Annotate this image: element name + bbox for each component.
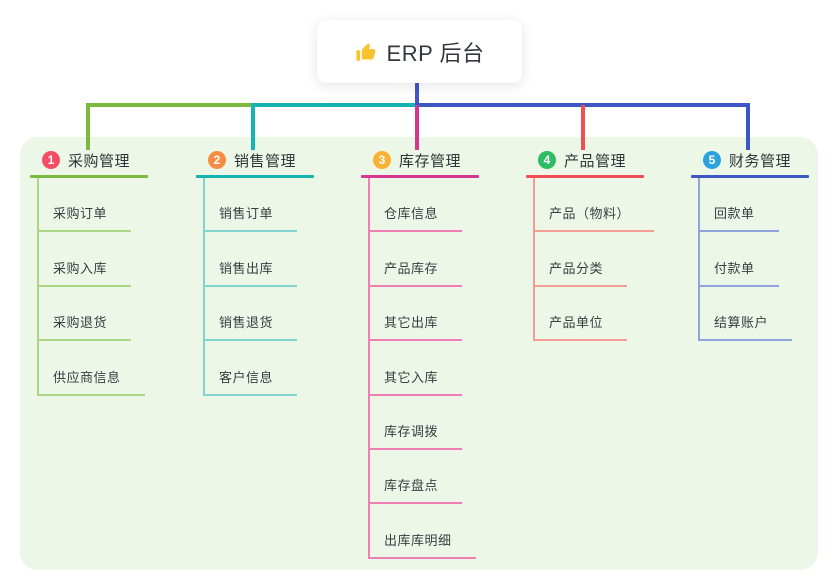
thumbs-up-icon bbox=[355, 41, 377, 63]
root-connector-line bbox=[415, 83, 419, 105]
child-node[interactable]: 其它入库 bbox=[370, 341, 463, 396]
child-node[interactable]: 付款单 bbox=[700, 232, 779, 287]
branch-node[interactable]: 5 财务管理 bbox=[691, 146, 791, 174]
connector-stub-branch-3 bbox=[415, 105, 419, 150]
branch-label: 销售管理 bbox=[234, 152, 297, 170]
branch-number-badge: 2 bbox=[208, 151, 226, 169]
connector-stub-branch-4 bbox=[581, 105, 585, 150]
branch-label: 产品管理 bbox=[564, 152, 627, 170]
branch-node[interactable]: 2 销售管理 bbox=[196, 146, 296, 174]
child-node[interactable]: 销售订单 bbox=[205, 178, 298, 233]
branch-column-4: 4 产品管理产品（物料）产品分类产品单位 bbox=[526, 146, 655, 342]
child-node[interactable]: 销售退货 bbox=[205, 287, 298, 342]
child-node[interactable]: 销售出库 bbox=[205, 232, 298, 287]
connector-horizontal-branch-2 bbox=[251, 103, 419, 107]
child-node[interactable]: 产品分类 bbox=[535, 232, 628, 287]
connector-stub-branch-5 bbox=[746, 105, 750, 150]
branch-children: 仓库信息产品库存其它出库其它入库库存调拨库存盘点出库库明细 bbox=[368, 178, 476, 559]
branch-number-badge: 1 bbox=[42, 151, 60, 169]
child-node[interactable]: 其它出库 bbox=[370, 287, 463, 342]
branch-number-badge: 5 bbox=[703, 151, 721, 169]
branch-children: 销售订单销售出库销售退货客户信息 bbox=[203, 178, 298, 396]
child-node[interactable]: 结算账户 bbox=[700, 287, 793, 342]
branch-underline bbox=[196, 175, 314, 178]
child-node[interactable]: 客户信息 bbox=[205, 341, 298, 396]
branch-underline bbox=[30, 175, 148, 178]
branch-node[interactable]: 4 产品管理 bbox=[526, 146, 626, 174]
child-node[interactable]: 产品单位 bbox=[535, 287, 628, 342]
root-node[interactable]: ERP 后台 bbox=[317, 20, 522, 83]
child-node[interactable]: 采购退货 bbox=[39, 287, 132, 342]
branch-label: 财务管理 bbox=[729, 152, 792, 170]
branch-underline bbox=[526, 175, 644, 178]
branch-node[interactable]: 3 库存管理 bbox=[361, 146, 461, 174]
connector-stub-branch-1 bbox=[86, 105, 90, 150]
branch-label: 采购管理 bbox=[68, 152, 131, 170]
connector-horizontal-branch-1 bbox=[86, 103, 255, 107]
child-node[interactable]: 库存调拨 bbox=[370, 396, 463, 450]
branch-column-5: 5 财务管理回款单付款单结算账户 bbox=[691, 146, 809, 342]
branch-number-badge: 4 bbox=[538, 151, 556, 169]
branch-children: 回款单付款单结算账户 bbox=[698, 178, 793, 342]
root-node-label: ERP 后台 bbox=[386, 40, 485, 66]
branch-column-2: 2 销售管理销售订单销售出库销售退货客户信息 bbox=[196, 146, 314, 396]
branch-children: 采购订单采购入库采购退货供应商信息 bbox=[37, 178, 145, 396]
branch-column-1: 1 采购管理采购订单采购入库采购退货供应商信息 bbox=[30, 146, 148, 396]
branches-panel bbox=[20, 137, 818, 570]
child-node[interactable]: 回款单 bbox=[700, 178, 779, 233]
branch-node[interactable]: 1 采购管理 bbox=[30, 146, 130, 174]
child-node[interactable]: 产品库存 bbox=[370, 232, 463, 287]
child-node[interactable]: 仓库信息 bbox=[370, 178, 463, 233]
branch-underline bbox=[691, 175, 809, 178]
child-node[interactable]: 供应商信息 bbox=[39, 341, 145, 396]
branch-column-3: 3 库存管理仓库信息产品库存其它出库其它入库库存调拨库存盘点出库库明细 bbox=[361, 146, 479, 559]
branch-underline bbox=[361, 175, 479, 178]
child-node[interactable]: 库存盘点 bbox=[370, 450, 463, 505]
branch-label: 库存管理 bbox=[399, 152, 462, 170]
branch-number-badge: 3 bbox=[373, 151, 391, 169]
child-node[interactable]: 出库库明细 bbox=[370, 504, 476, 559]
child-node[interactable]: 采购入库 bbox=[39, 232, 132, 287]
child-node[interactable]: 采购订单 bbox=[39, 178, 132, 233]
child-node[interactable]: 产品（物料） bbox=[535, 178, 655, 233]
connector-stub-branch-2 bbox=[251, 105, 255, 150]
branch-children: 产品（物料）产品分类产品单位 bbox=[533, 178, 655, 342]
